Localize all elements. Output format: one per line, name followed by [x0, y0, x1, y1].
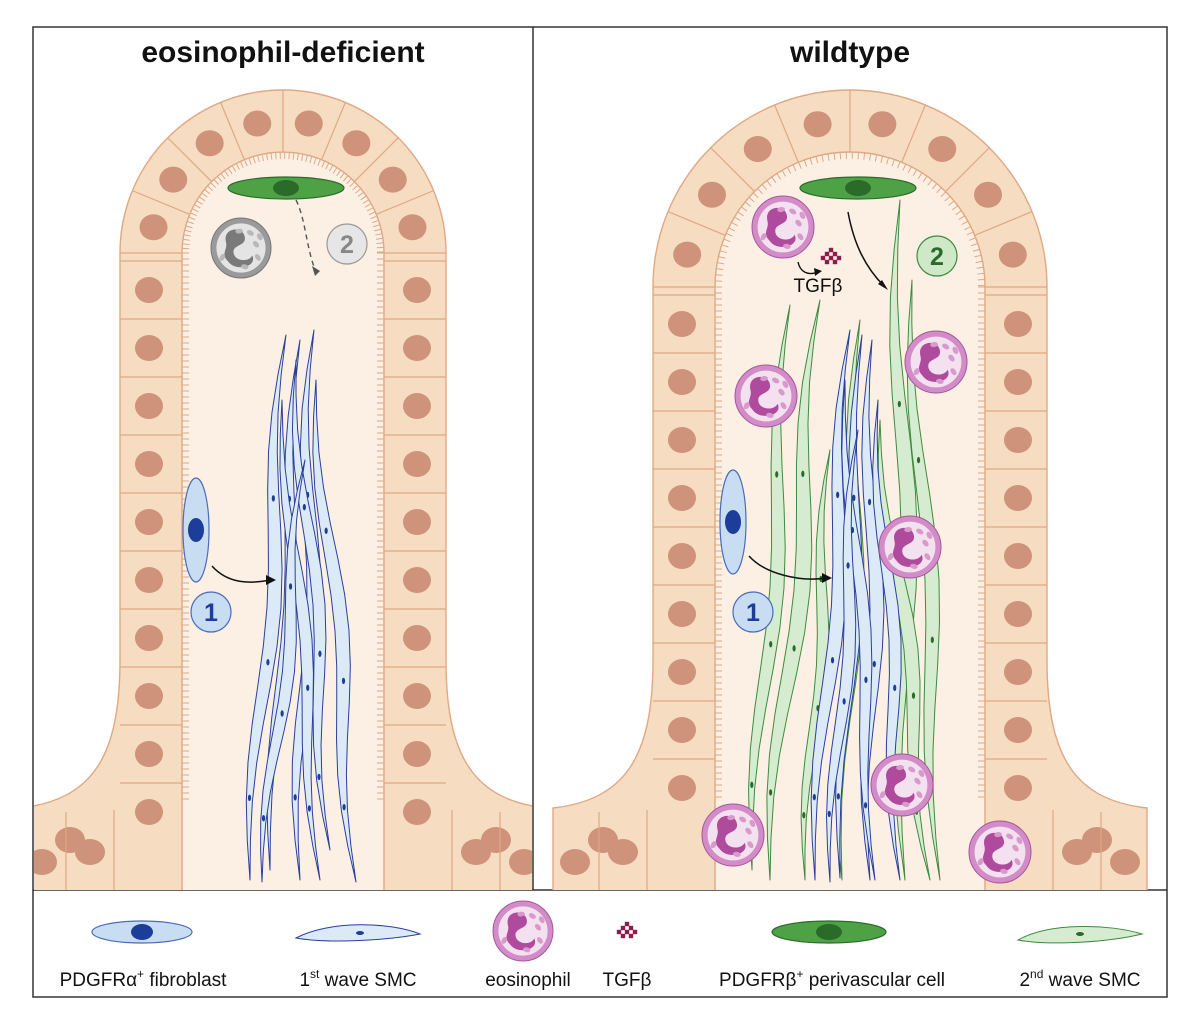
- eosinophil-icon: [492, 900, 554, 962]
- arrow-right-top-head: [878, 280, 888, 290]
- arrow-head-left: [266, 575, 276, 585]
- panel-eosinophil-deficient: 2 1: [34, 89, 532, 890]
- smc2-icon: [1016, 926, 1144, 944]
- perivascular-icon: [771, 920, 887, 944]
- legend-label-eosinophil: eosinophil: [485, 970, 571, 991]
- step-2-label-left: 2: [340, 231, 354, 259]
- step-2-badge-left: 2: [326, 223, 368, 265]
- arrow-dashed-left: [295, 199, 317, 273]
- step-1-label-right: 1: [746, 599, 760, 627]
- eosinophil-absent-left: [210, 217, 272, 279]
- smc1-icon: [294, 924, 422, 942]
- legend-label-tgfb: TGFβ: [603, 970, 652, 991]
- fibroblast-left: [182, 477, 210, 583]
- legend-label-fibroblast: PDGFRα+ fibroblast: [60, 967, 228, 991]
- arrow-right-head: [822, 573, 832, 583]
- fibroblast-right: [719, 469, 747, 575]
- tgfb-label: TGFβ: [794, 276, 843, 297]
- legend: PDGFRα+ fibroblast 1st wave SMC eosinoph…: [60, 900, 1144, 991]
- tgfb-icon: [616, 921, 638, 939]
- step-1-badge-right: 1: [732, 591, 774, 633]
- step-1-badge-left: 1: [190, 591, 232, 633]
- step-2-badge-right: 2: [916, 235, 958, 277]
- perivascular-cell-right: [799, 176, 917, 200]
- arrow-left: [211, 565, 271, 583]
- panel-title-left: eosinophil-deficient: [141, 36, 424, 69]
- perivascular-cell-left: [227, 176, 345, 200]
- fibroblast-icon: [91, 920, 193, 944]
- panel-title-right: wildtype: [789, 36, 910, 69]
- legend-label-perivascular: PDGFRβ+ perivascular cell: [719, 967, 945, 991]
- legend-label-smc1: 1st wave SMC: [299, 967, 416, 991]
- step-2-label-right: 2: [930, 243, 944, 271]
- panel-wildtype: 2 TGFβ 1: [552, 89, 1148, 890]
- eosinophils-right: [701, 195, 1032, 884]
- step-1-label-left: 1: [204, 599, 218, 627]
- tgfb-signal: [820, 247, 842, 265]
- legend-label-smc2: 2nd wave SMC: [1019, 967, 1140, 991]
- arrow-tgfb-head: [814, 268, 822, 276]
- first-wave-smc-bundle-left: [245, 329, 357, 883]
- arrow-right: [748, 555, 827, 580]
- arrow-dashed-head: [312, 266, 320, 276]
- arrow-right-top: [847, 211, 885, 287]
